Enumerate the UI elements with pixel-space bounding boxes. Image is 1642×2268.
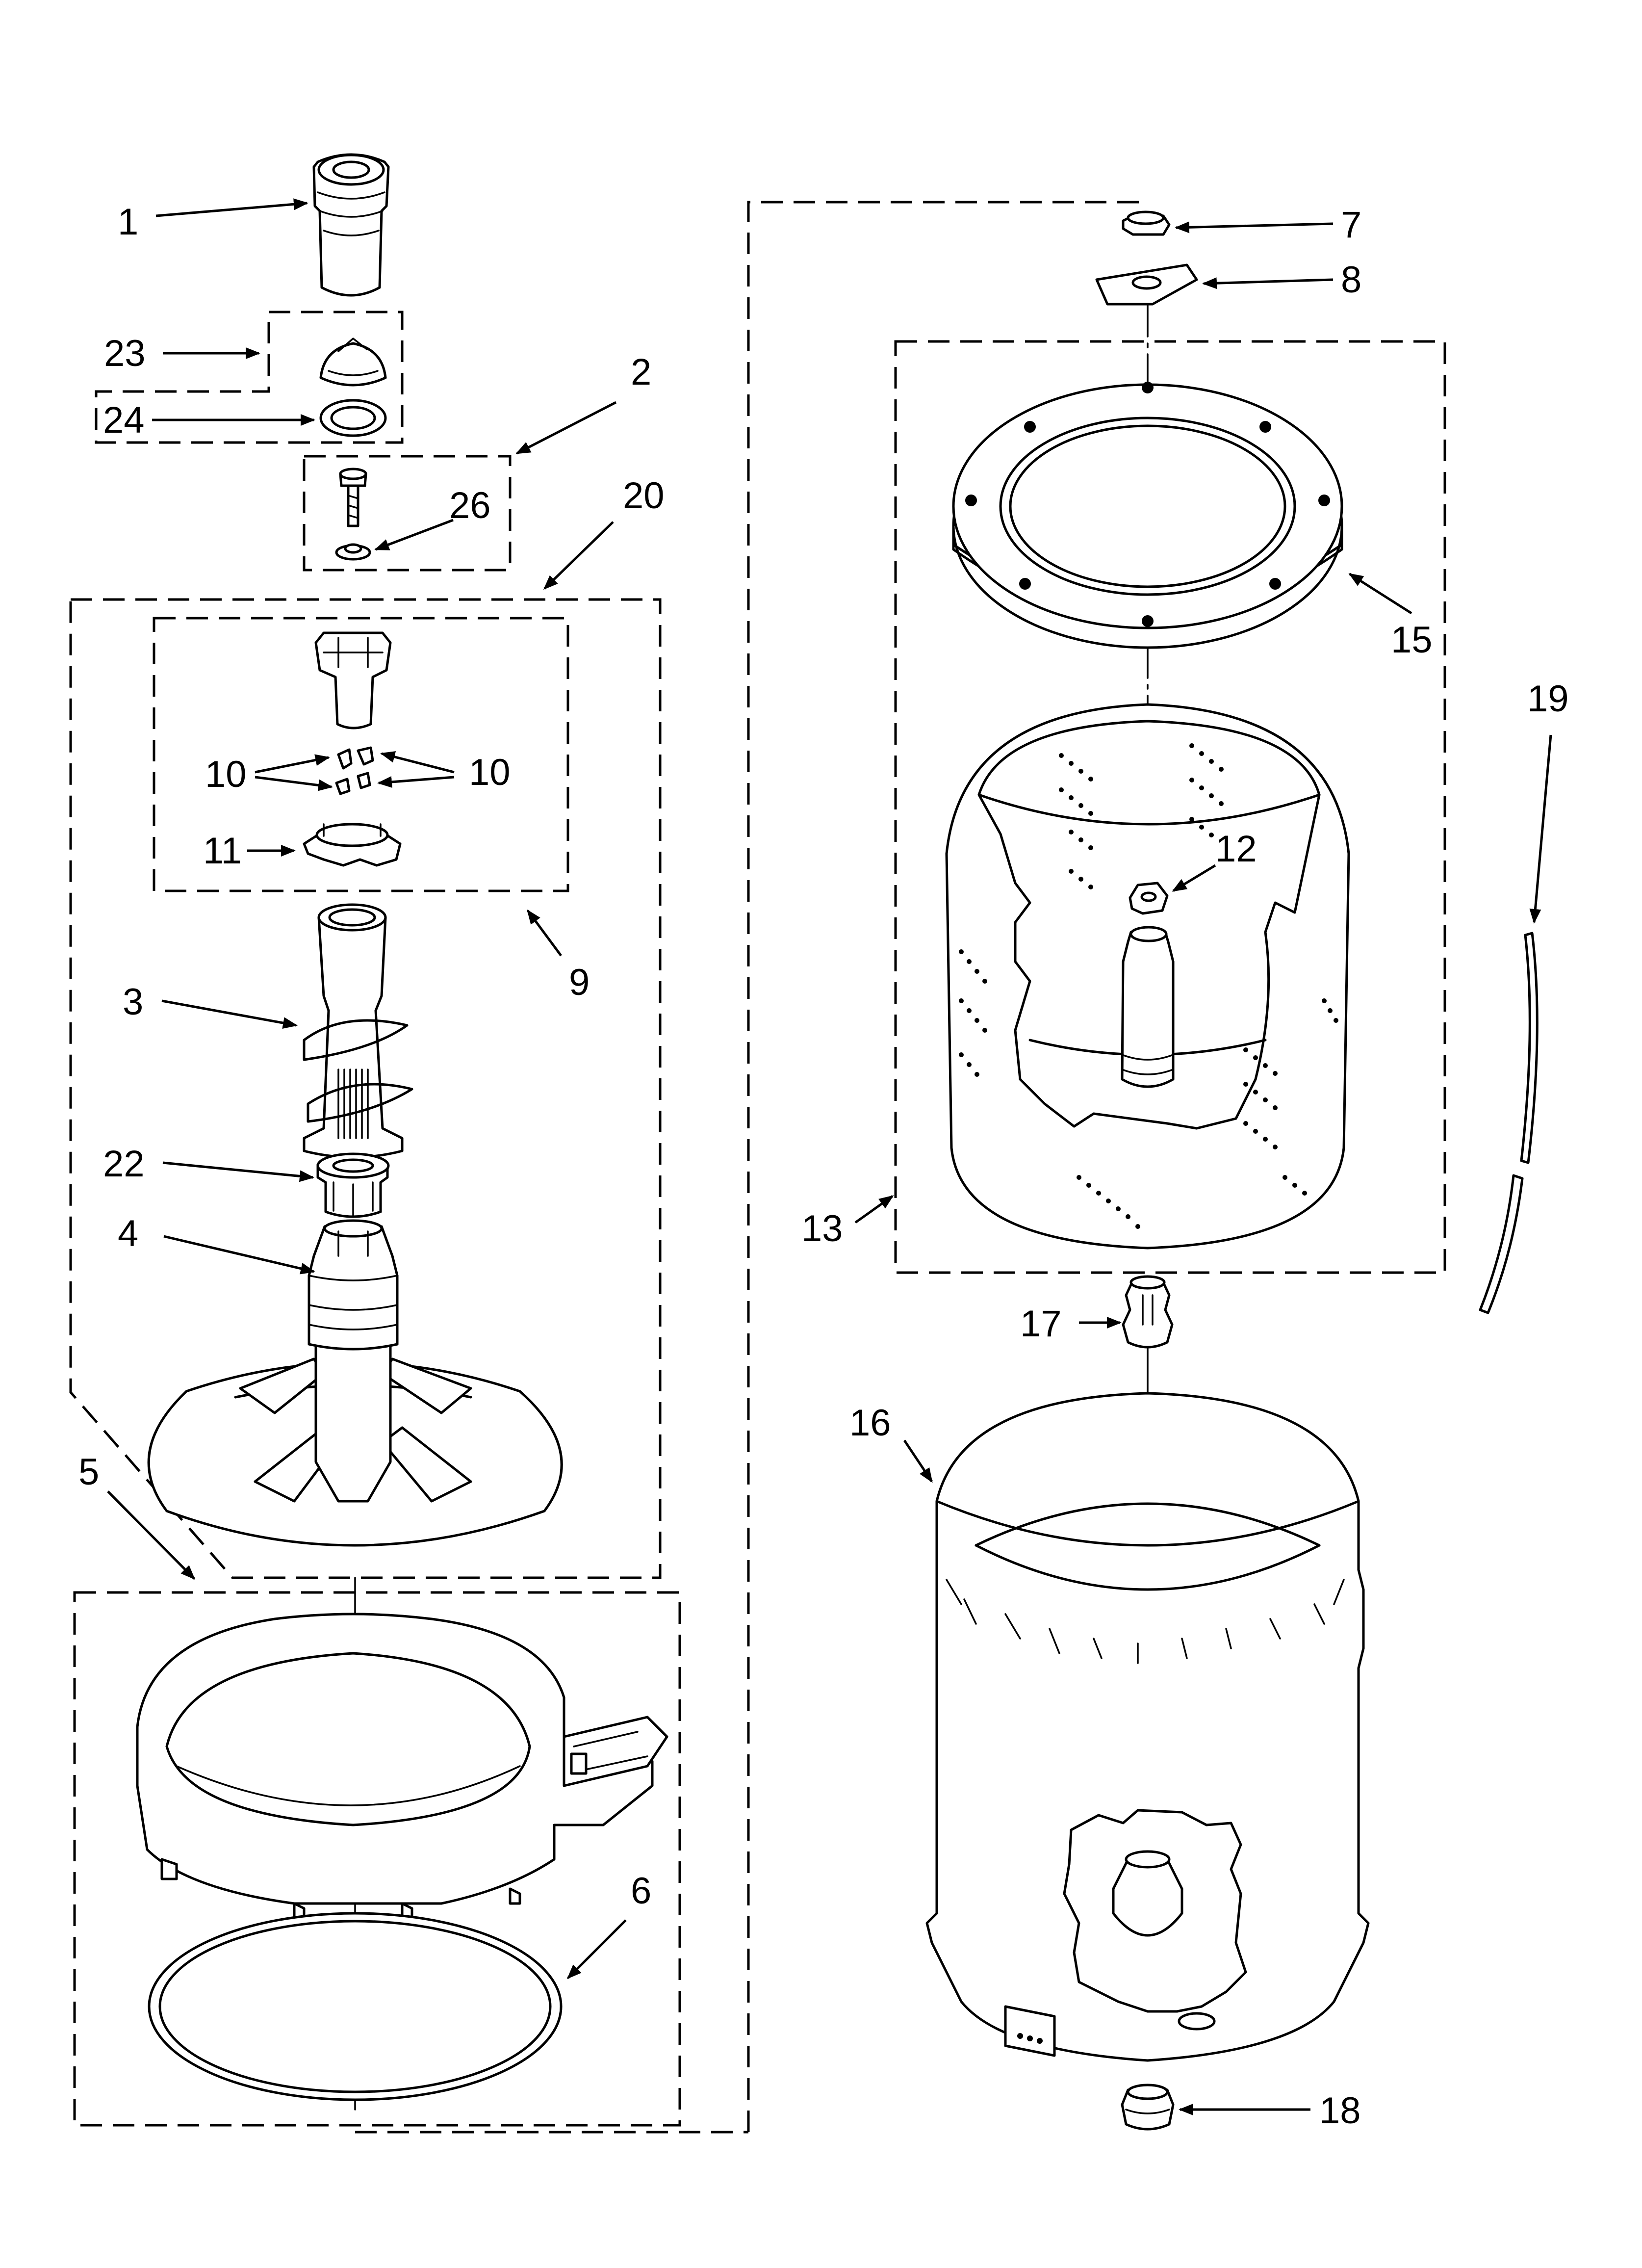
part-8-plate: [1095, 263, 1198, 306]
part-17-bushing: [1122, 1275, 1174, 1349]
callout-16: 16: [849, 1402, 891, 1444]
callout-26: 26: [449, 485, 491, 526]
callout-18: 18: [1319, 2090, 1361, 2132]
basket-perforations: [959, 743, 1338, 1229]
box-23: [95, 311, 404, 444]
callout-10-right: 10: [469, 752, 511, 793]
callout-9: 9: [569, 962, 590, 1003]
callout-15: 15: [1391, 619, 1433, 661]
callout-19: 19: [1527, 678, 1569, 720]
part-26-bolt: [335, 468, 371, 561]
callout-23: 23: [104, 333, 146, 374]
leader-lines: [107, 198, 1552, 2115]
callout-17: 17: [1020, 1303, 1062, 1345]
callout-10-left: 10: [205, 754, 247, 795]
box-9: [153, 617, 569, 892]
part-13-basket: [945, 703, 1350, 1250]
part-1-dispenser-cap: [312, 153, 390, 297]
callout-1: 1: [118, 201, 138, 243]
callout-4: 4: [118, 1213, 138, 1254]
callout-6: 6: [631, 1870, 651, 1912]
box-26: [303, 455, 512, 572]
part-18-drain-plug: [1121, 2084, 1175, 2131]
part-22-ratchet-ring: [316, 1152, 390, 1218]
callout-2: 2: [631, 351, 651, 393]
callout-12: 12: [1215, 828, 1257, 870]
callout-8: 8: [1341, 259, 1361, 301]
callout-24: 24: [103, 399, 145, 441]
callout-20: 20: [623, 475, 665, 517]
box-5: [73, 1591, 681, 2127]
part-6-gasket: [148, 1912, 563, 2101]
part-3-agitator-barrel: [303, 903, 413, 1159]
part-5-tub-ring: [136, 1613, 668, 1925]
callout-7: 7: [1341, 204, 1361, 246]
part-19-hose: [1479, 932, 1539, 1314]
group-boxes: [69, 201, 1446, 2134]
part-15-balance-ring: [952, 382, 1343, 649]
box-13: [894, 340, 1446, 1274]
callout-22: 22: [103, 1143, 145, 1185]
part-16-outer-tub: [925, 1392, 1370, 2062]
part-24-oring: [319, 399, 387, 437]
callout-3: 3: [123, 981, 143, 1023]
callout-13: 13: [801, 1208, 843, 1250]
part-9-agitator-cam: [303, 631, 402, 867]
callout-11: 11: [203, 830, 242, 872]
callout-labels: 1 2 3 4 5 6 7 8 9 10 10 11 12 13 15 16 1…: [78, 201, 1569, 2132]
part-4-agitator-base: [147, 1219, 563, 1547]
part-23-cap: [319, 338, 387, 387]
callout-5: 5: [78, 1451, 99, 1493]
connector-line: [747, 201, 1148, 2132]
box-20: [69, 598, 662, 1579]
part-7-small-cap: [1122, 210, 1171, 236]
